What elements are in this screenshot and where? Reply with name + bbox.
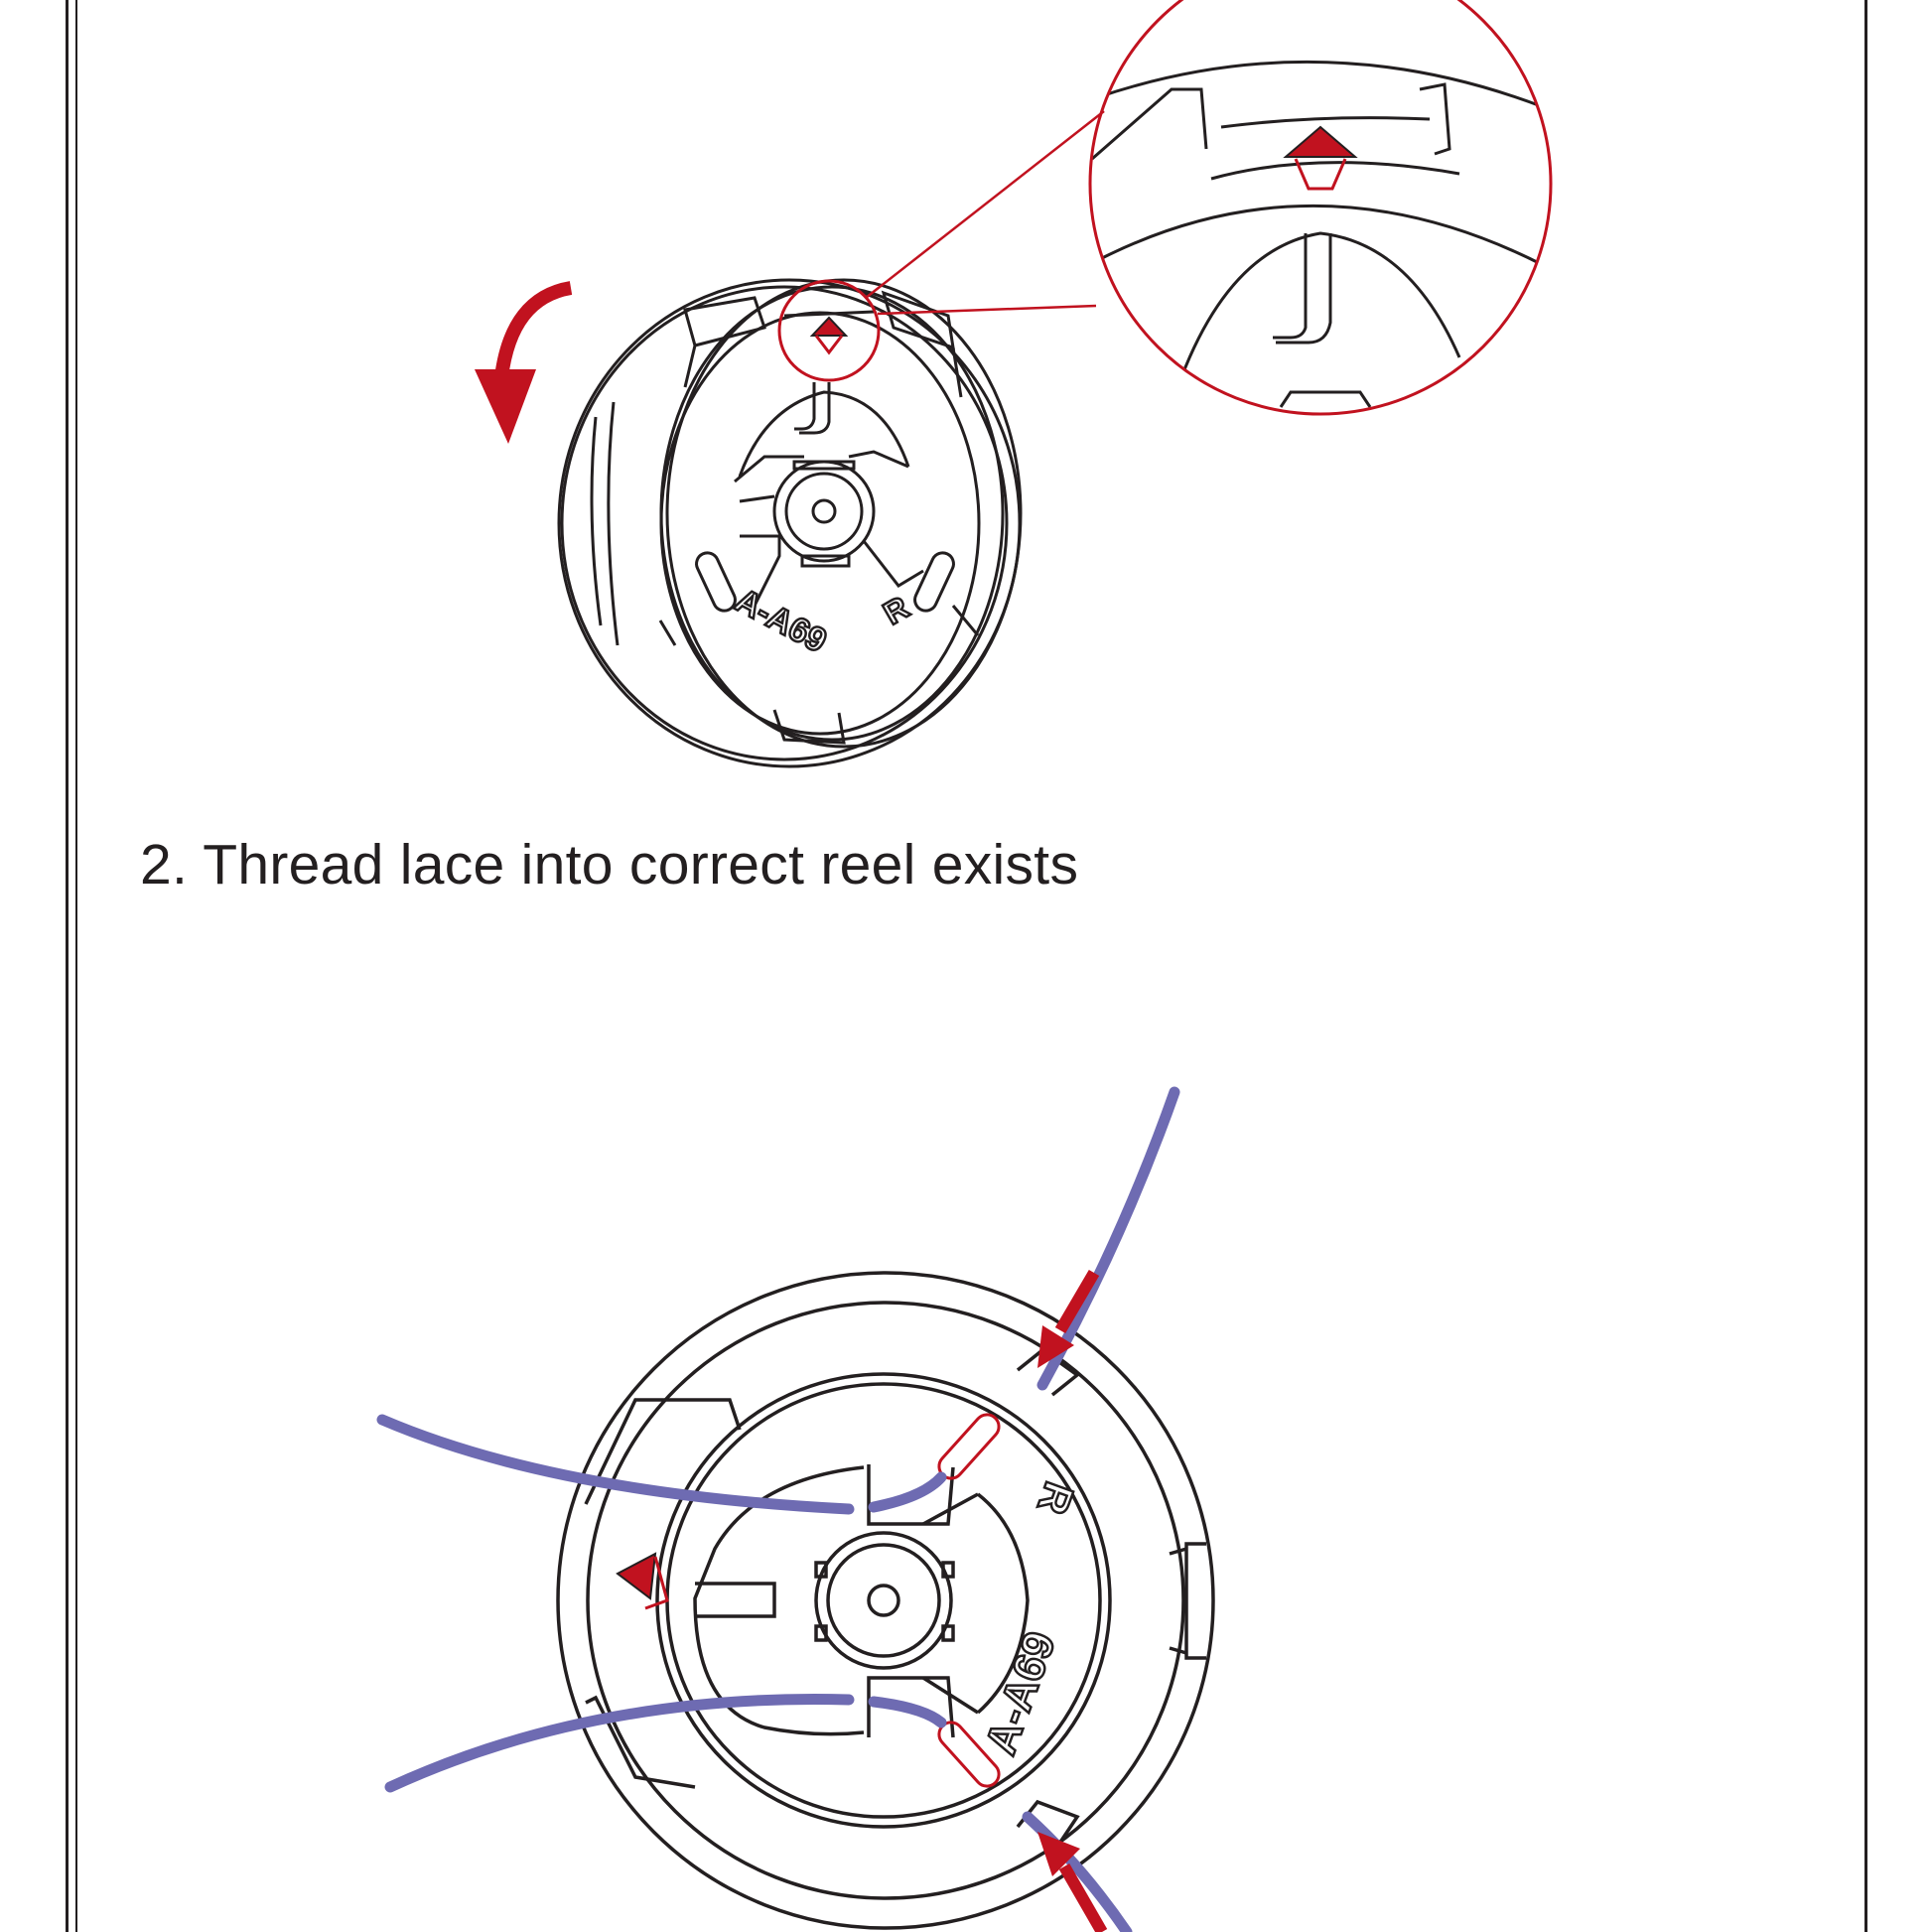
zoom-circle-border: [1088, 0, 1553, 416]
zoom-slot-top: [1220, 116, 1431, 129]
bottom-hub-lug-1: [814, 1561, 828, 1579]
zoom-hub-tab: [1279, 390, 1372, 408]
bottom-spool-side-text: R: [1029, 1476, 1083, 1521]
spool-clip-edge-2: [951, 346, 963, 398]
spool-line-hole-left: [695, 551, 737, 613]
bottom-tab-right: [1184, 1542, 1206, 1660]
spool-center-hub-inner: [784, 472, 864, 551]
spool-side-slot: [658, 620, 677, 646]
spool-side-slot-2: [951, 605, 980, 636]
spool-clip-top-left: [683, 296, 766, 347]
zoom-clip-right: [1419, 82, 1451, 156]
insert-arrow-upper: [1037, 1269, 1100, 1368]
spool-alignment-notch-2: [799, 382, 831, 435]
line-upper-hub-segment: [868, 1471, 947, 1513]
top-alignment-marker: [777, 279, 881, 382]
bottom-keyhole-outline: [693, 1465, 865, 1736]
insert-arrow-lower-head-icon: [1037, 1832, 1080, 1876]
spool-clip-edge: [683, 345, 697, 388]
top-spool-side-text: R: [878, 589, 915, 631]
insert-arrow-lower: [1037, 1832, 1108, 1932]
bottom-tab-right-edge: [1169, 1547, 1187, 1655]
spool-bottom-slot: [772, 709, 846, 745]
rotate-arrow-head: [475, 369, 536, 444]
bottom-spoke-upper: [922, 1492, 979, 1526]
bottom-center-hub: [814, 1531, 953, 1670]
bottom-hub-lug-3: [941, 1561, 955, 1579]
bottom-center-hole: [867, 1584, 900, 1617]
zoom-alignment-triangle-icon: [1283, 125, 1358, 158]
zoom-source-circle: [777, 279, 881, 382]
bottom-clip-bottom-left: [585, 1695, 696, 1789]
alignment-triangle-outline-icon: [814, 335, 844, 355]
line-lower-hub-segment: [868, 1696, 947, 1728]
zoom-face-arc: [1101, 204, 1550, 270]
bottom-spool-code-text: A-A69: [976, 1625, 1065, 1760]
zoom-rim-outer: [1091, 60, 1550, 111]
spool-line-hole-right: [913, 551, 955, 613]
bottom-hub-cutout: [976, 1492, 1030, 1715]
left-border-line: [66, 0, 69, 1932]
spool-keyhole-arc: [738, 390, 910, 478]
spool-center-hole: [811, 498, 837, 524]
rotate-arrow-shaft: [494, 281, 573, 378]
spool-side-groove-2: [607, 401, 620, 646]
zoom-notch-right: [1276, 233, 1332, 345]
zoom-rim-edge: [1210, 161, 1460, 181]
top-spool-code-text: A-A69: [729, 582, 833, 661]
line-upper-left: [376, 1414, 855, 1515]
top-spool-figure: [557, 278, 1023, 768]
bottom-spool-face: [655, 1372, 1112, 1829]
bottom-clip-top-left: [584, 1398, 742, 1505]
line-lower-left: [384, 1694, 855, 1793]
step-2-instruction: 2. Thread lace into correct reel exists: [140, 833, 1079, 897]
bottom-keyhole-bottom-cut: [867, 1676, 955, 1738]
spool-spoke-lower-right: [862, 540, 924, 588]
insert-arrow-lower-shaft: [1058, 1863, 1108, 1932]
spool-side-groove: [590, 416, 603, 626]
zoom-keyhole-arc: [1179, 231, 1461, 378]
bottom-keyhole-slot: [695, 1582, 776, 1618]
bottom-alignment-triangle-icon: [616, 1552, 657, 1600]
bottom-spoke-lower: [922, 1676, 979, 1715]
zoom-detail: [1088, 0, 1553, 416]
bottom-spool-outer-rim: [556, 1271, 1215, 1930]
spool-hub-tab-bottom: [800, 554, 851, 568]
spool-spoke-left: [739, 494, 775, 503]
alignment-triangle-icon: [809, 316, 849, 337]
zoom-callout-line-bottom: [877, 304, 1097, 316]
insert-arrow-upper-head-icon: [1037, 1325, 1074, 1368]
spool-front-face: [665, 278, 1023, 749]
rotate-counterclockwise-arrow: [475, 281, 573, 444]
bottom-spool-face-inner: [665, 1382, 1102, 1819]
spool-keyhole-left: [734, 455, 804, 483]
bottom-spool-inner-rim: [586, 1301, 1185, 1900]
spool-alignment-notch: [794, 382, 816, 431]
spool-keyhole-right: [848, 450, 909, 469]
bottom-spool-figure: [556, 1271, 1215, 1930]
bottom-center-hub-inner: [826, 1543, 941, 1658]
bottom-hub-lug-2: [814, 1624, 828, 1642]
spool-back-rim-inner: [560, 285, 1009, 761]
spool-spoke-lower-left: [740, 534, 781, 607]
bottom-alignment-outline-icon: [644, 1556, 669, 1610]
bottom-keyhole-top-cut: [867, 1464, 955, 1526]
zoom-clip-left: [1091, 87, 1208, 161]
line-lower-right-entry: [1022, 1811, 1133, 1932]
left-border-line-inner: [75, 0, 77, 1932]
bottom-hub-lug-4: [941, 1624, 955, 1642]
zoom-callout-line-top: [865, 110, 1105, 299]
insert-arrow-upper-shaft: [1054, 1269, 1100, 1334]
spool-top-slot: [783, 310, 875, 318]
spool-center-hub: [772, 460, 876, 563]
spool-hub-tab-top: [792, 460, 856, 471]
zoom-notch-left: [1273, 233, 1308, 340]
right-border-line: [1864, 0, 1867, 1932]
line-hole-upper: [937, 1413, 1001, 1480]
zoom-alignment-outline-icon: [1294, 158, 1347, 191]
